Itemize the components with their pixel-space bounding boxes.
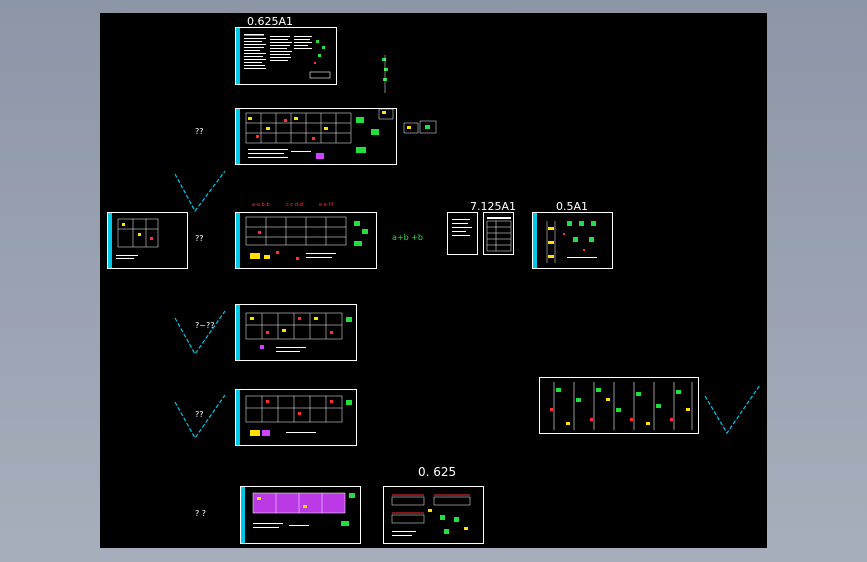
sheet-elevation[interactable] xyxy=(532,212,613,269)
sheet-content xyxy=(245,395,352,436)
title-strip xyxy=(236,305,240,360)
mark-label-5: ? ? xyxy=(195,509,207,518)
mark-label-3: ?~?? xyxy=(195,321,215,330)
section-tag-1: a-a b-b xyxy=(252,202,270,208)
check-marks xyxy=(174,170,761,440)
check-mark-2 xyxy=(174,310,226,356)
sheet-content xyxy=(245,112,379,159)
sheet-floor-plan-2[interactable] xyxy=(235,304,357,361)
scale-label-right: 0.5A1 xyxy=(556,200,589,213)
title-strip xyxy=(533,213,537,268)
mark-label-4: ?? xyxy=(195,410,204,419)
section-tag-2: c-c d-d xyxy=(286,202,304,208)
title-strip xyxy=(236,213,240,268)
sheet-content xyxy=(245,216,368,260)
check-mark-1 xyxy=(174,170,226,213)
check-mark-3 xyxy=(174,394,226,440)
title-strip xyxy=(241,487,245,543)
title-strip xyxy=(236,390,240,445)
scale-label-bottom: 0. 625 xyxy=(418,465,457,479)
title-strip xyxy=(236,28,240,84)
sheet-section-details[interactable] xyxy=(383,486,484,544)
mark-label-2: ?? xyxy=(195,234,204,243)
sheet-roof-plan[interactable] xyxy=(240,486,361,544)
scale-label-top: 0.625A1 xyxy=(247,15,294,28)
sheet-design-notes[interactable] xyxy=(235,27,337,85)
check-mark-4 xyxy=(704,384,761,435)
cad-model-space[interactable]: 0.625A1 ?? ?? ?~?? ?? ? ? a+b +b 7.125A1… xyxy=(100,13,767,548)
sheet-content xyxy=(452,219,472,236)
sheet-content xyxy=(244,34,331,79)
mark-label-1: ?? xyxy=(195,127,204,136)
sheet-floor-plan-3[interactable] xyxy=(235,389,357,446)
sheet-content xyxy=(550,382,693,430)
scale-label-mid: 7.125A1 xyxy=(470,200,517,213)
sheet-column-details[interactable] xyxy=(539,377,699,434)
green-annotation: a+b +b xyxy=(392,233,424,242)
sheet-content xyxy=(252,492,355,528)
sheet-detail-left[interactable] xyxy=(107,212,188,269)
sheet-content xyxy=(245,312,352,352)
sheet-content xyxy=(486,217,512,252)
title-strip xyxy=(108,213,112,268)
section-tag-3: e-e f-f xyxy=(319,202,334,208)
sheet-content xyxy=(546,221,597,263)
sheet-foundation-plan[interactable] xyxy=(235,108,397,165)
sheet-cover-index[interactable] xyxy=(447,212,478,255)
sheet-content xyxy=(391,494,471,536)
title-strip xyxy=(236,109,240,164)
sheet-floor-plan-1[interactable] xyxy=(235,212,377,269)
sheet-content xyxy=(116,218,159,259)
sheet-index-table[interactable] xyxy=(483,212,514,255)
